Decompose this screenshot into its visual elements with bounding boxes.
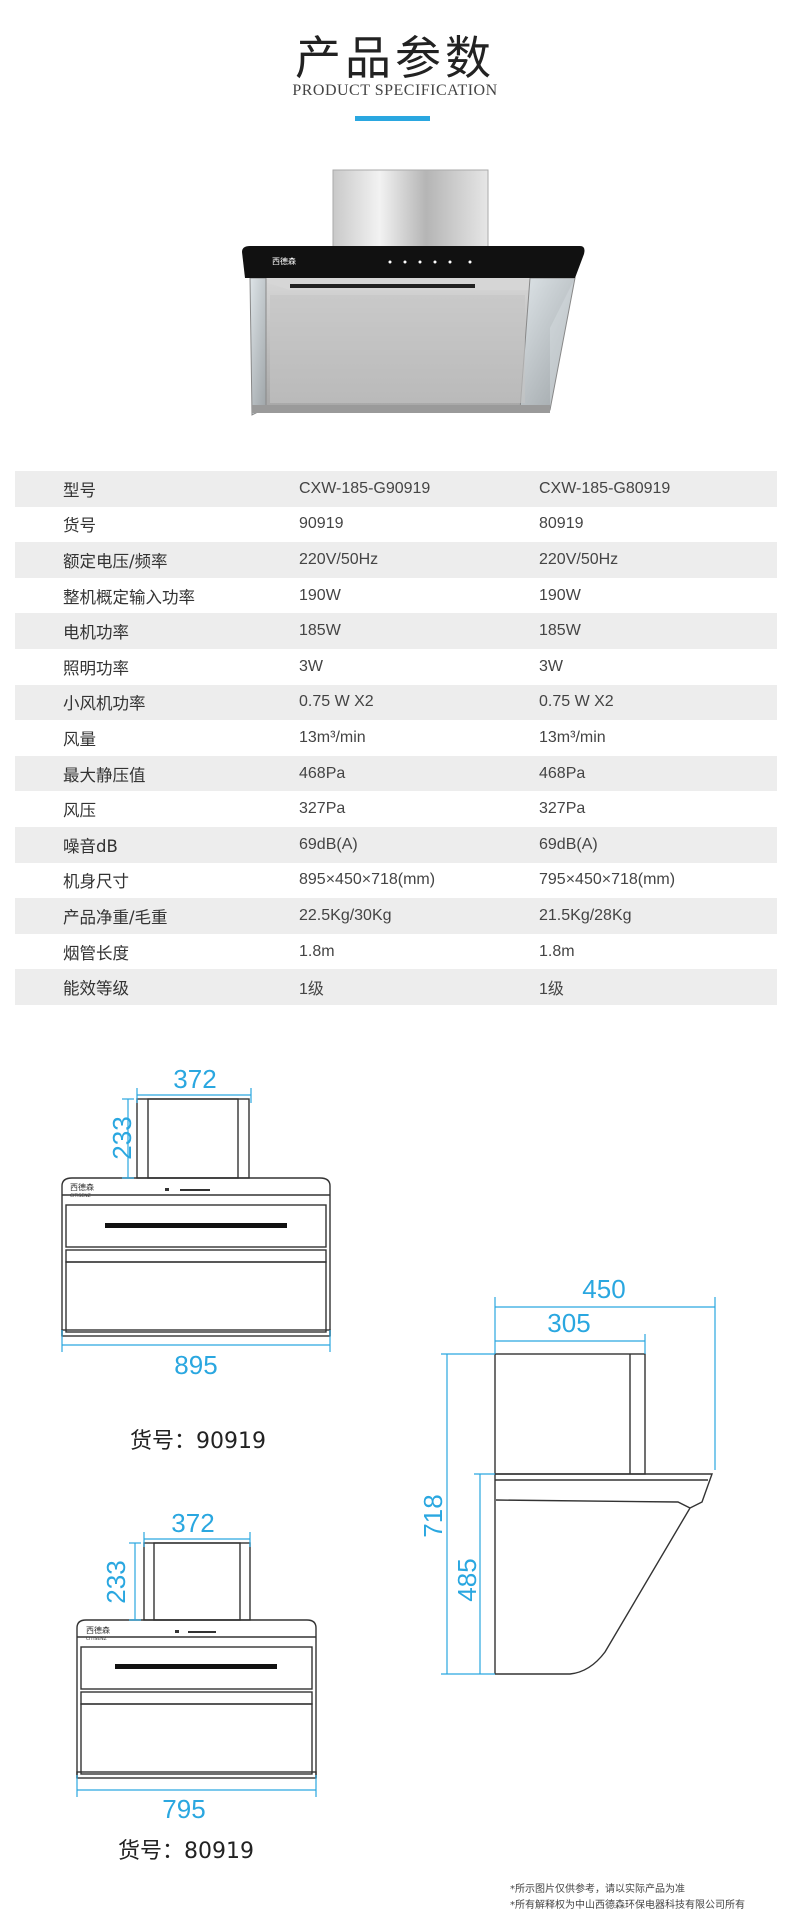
spec-value-g90919: 22.5Kg/30Kg <box>295 898 535 934</box>
spec-label: 整机概定输入功率 <box>63 587 195 607</box>
spec-value-g80919: 1.8m <box>539 942 575 960</box>
front-view-80919 <box>76 1542 317 1779</box>
product-image: 西德森 <box>242 169 585 416</box>
spec-label: 机身尺寸 <box>63 872 129 892</box>
spec-value-g80919: 327Pa <box>539 800 586 818</box>
side-view <box>494 1353 713 1675</box>
spec-value-g80919: CXW-185-G80919 <box>535 471 777 507</box>
spec-row: 货号 90919 80919 <box>15 507 777 543</box>
front1-logo: 西德森 <box>70 1182 94 1192</box>
dim-duct-height-1: 233 <box>107 1116 137 1159</box>
spec-row: 烟管长度 1.8m 1.8m <box>15 934 777 970</box>
spec-value-g80919: 13m³/min <box>539 728 606 746</box>
spec-value-g80919: 185W <box>535 613 777 649</box>
spec-label: 风量 <box>63 729 96 749</box>
spec-value-g80919: 190W <box>539 586 581 604</box>
spec-label: 货号 <box>63 516 96 536</box>
page-subtitle: PRODUCT SPECIFICATION <box>292 82 498 99</box>
spec-label: 电机功率 <box>15 613 295 649</box>
spec-value-g90919: 1级 <box>295 969 535 1005</box>
spec-value-g90919: CXW-185-G90919 <box>295 471 535 507</box>
spec-row: 风量 13m³/min 13m³/min <box>15 720 777 756</box>
spec-label: 能效等级 <box>15 969 295 1005</box>
front2-logo: 西德森 <box>86 1625 110 1635</box>
dim-body-height: 485 <box>452 1558 482 1601</box>
spec-value-g80919: 468Pa <box>535 755 777 792</box>
dim-duct-width-1: 372 <box>173 1064 216 1094</box>
page-title: 产品参数 <box>295 31 495 85</box>
spec-label: 产品净重/毛重 <box>15 898 295 934</box>
spec-row: 机身尺寸 895×450×718(mm) 795×450×718(mm) <box>15 863 777 899</box>
dim-duct-width-2: 372 <box>171 1508 214 1538</box>
spec-label: 最大静压值 <box>15 755 295 792</box>
caption-90919: 货号：90919 <box>130 1429 266 1454</box>
front1-logo-sub: CITISENZ <box>70 1193 91 1199</box>
spec-value-g90919: 1.8m <box>299 942 335 960</box>
caption-80919: 货号：80919 <box>118 1839 254 1864</box>
spec-value-g90919: 895×450×718(mm) <box>299 871 436 889</box>
dim-body-width-1: 895 <box>174 1350 217 1380</box>
spec-value-g90919: 3W <box>299 657 323 675</box>
title-accent-bar <box>355 116 430 121</box>
spec-label: 型号 <box>15 471 295 507</box>
spec-label: 照明功率 <box>63 658 129 678</box>
spec-label: 小风机功率 <box>15 684 295 721</box>
front-view-90919 <box>61 1098 331 1337</box>
spec-row: 照明功率 3W 3W <box>15 649 777 685</box>
spec-value-g80919: 69dB(A) <box>535 826 777 863</box>
spec-value-g80919: 0.75 W X2 <box>535 684 777 721</box>
spec-label: 噪音dB <box>15 826 295 863</box>
spec-value-g80919: 795×450×718(mm) <box>539 871 676 889</box>
footnote-1: *所示图片仅供参考，请以实际产品为准 <box>510 1884 685 1895</box>
spec-value-g80919: 1级 <box>535 969 777 1005</box>
dim-body-width-2: 795 <box>162 1794 205 1824</box>
spec-value-g90919: 190W <box>299 586 341 604</box>
dim-total-depth: 450 <box>582 1274 625 1304</box>
spec-label: 烟管长度 <box>63 943 129 963</box>
spec-label: 风压 <box>63 801 96 821</box>
spec-value-g80919: 80919 <box>539 515 584 533</box>
dim-duct-height-2: 233 <box>101 1560 131 1603</box>
spec-value-g90919: 13m³/min <box>299 728 366 746</box>
hero-logo-text: 西德森 <box>272 256 296 266</box>
spec-value-g80919: 220V/50Hz <box>535 542 777 578</box>
spec-value-g90919: 327Pa <box>299 800 346 818</box>
dim-total-height: 718 <box>418 1494 448 1537</box>
spec-label: 额定电压/频率 <box>15 542 295 578</box>
spec-value-g90919: 0.75 W X2 <box>295 684 535 721</box>
spec-value-g80919: 21.5Kg/28Kg <box>535 898 777 934</box>
spec-row: 整机概定输入功率 190W 190W <box>15 578 777 614</box>
spec-value-g90919: 69dB(A) <box>295 826 535 863</box>
spec-value-g90919: 468Pa <box>295 755 535 792</box>
spec-value-g90919: 220V/50Hz <box>295 542 535 578</box>
dim-duct-depth: 305 <box>547 1308 590 1338</box>
footnote-2: *所有解释权为中山西德森环保电器科技有限公司所有 <box>510 1900 745 1911</box>
spec-value-g80919: 3W <box>539 657 563 675</box>
spec-row: 风压 327Pa 327Pa <box>15 791 777 827</box>
spec-value-g90919: 90919 <box>299 515 344 533</box>
spec-value-g90919: 185W <box>295 613 535 649</box>
front2-logo-sub: CITISENZ <box>86 1636 107 1642</box>
